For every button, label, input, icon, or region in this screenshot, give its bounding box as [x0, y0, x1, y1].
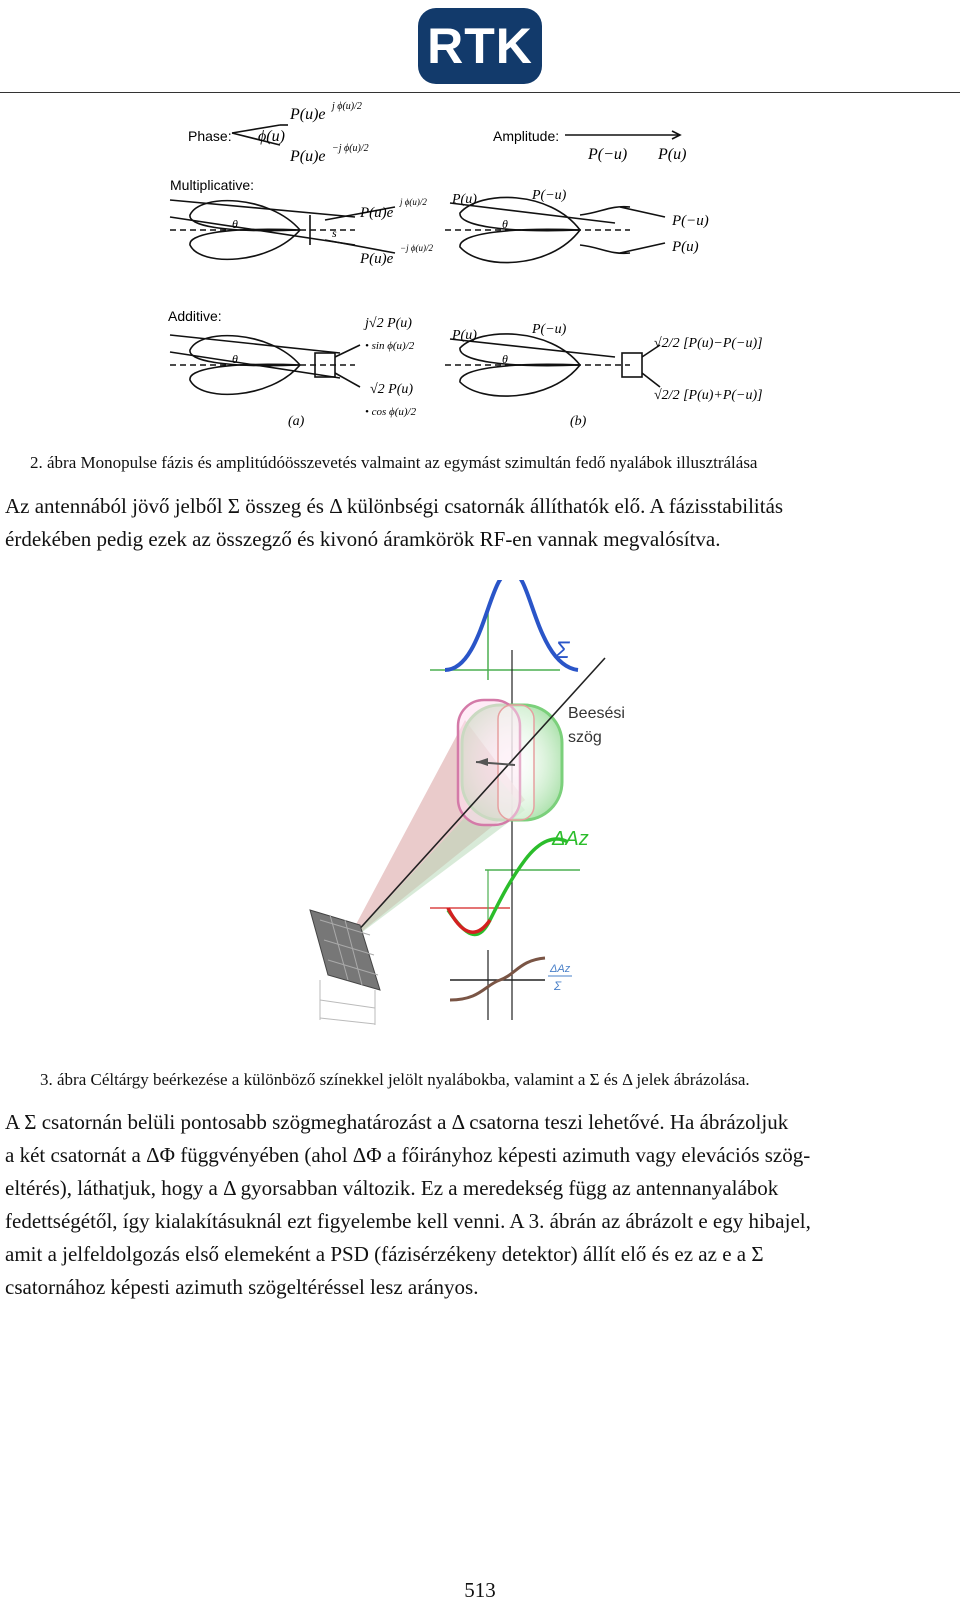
rtk-logo: RTK — [418, 8, 542, 84]
paragraph-2-line-6: csatornához képesti azimuth szögeltéréss… — [5, 1275, 479, 1299]
paragraph-2-line-2: a két csatornát a ΔΦ függvényében (ahol … — [5, 1143, 811, 1167]
mb-pmu: P(−u) — [531, 188, 567, 203]
mb-pu: P(u) — [451, 192, 477, 207]
figure-3-caption: 3. ábra Céltárgy beérkezése a különböző … — [40, 1070, 750, 1089]
paragraph-2-line-1: A Σ csatornán belüli pontosabb szögmegha… — [5, 1110, 789, 1134]
mult-bot-expr: P(u)e — [359, 251, 394, 267]
paragraph-2-line-4: fedettségétől, így kialakításuknál ezt f… — [5, 1209, 811, 1233]
logo-text: RTK — [427, 18, 533, 74]
add-mid-expr: √2 P(u) — [370, 382, 413, 397]
amplitude-label: Amplitude: — [493, 128, 559, 144]
label-b: (b) — [570, 414, 587, 429]
angle-label-line-2: szög — [568, 729, 602, 746]
theta-label-b: θ — [502, 217, 508, 231]
page-number: 513 — [464, 1578, 496, 1602]
sigma-label: Σ — [554, 637, 571, 664]
theta-label-a: θ — [232, 217, 238, 231]
paragraph-1-line-1: Az antennából jövő jelből Σ összeg és Δ … — [5, 494, 784, 518]
amp-left-expr: P(−u) — [587, 146, 627, 163]
phase-bot-exponent: −j ϕ(u)/2 — [332, 143, 369, 154]
delta-az-label: ΔAz — [551, 828, 589, 850]
multiplicative-label: Multiplicative: — [170, 177, 254, 193]
phase-bot-expr: P(u)e — [289, 148, 326, 165]
label-a: (a) — [288, 414, 305, 429]
mult-top-exponent: j ϕ(u)/2 — [399, 197, 427, 207]
header-divider — [0, 92, 960, 93]
add-top-expr: j√2 P(u) — [363, 316, 412, 331]
phase-mid-expr: ϕ(u) — [258, 128, 285, 145]
phase-label: Phase: — [188, 128, 232, 144]
paragraph-1-line-2: érdekében pedig ezek az összegző és kivo… — [5, 527, 721, 551]
ab-out-top: √2/2 [P(u)−P(−u)] — [654, 336, 763, 351]
theta-label-c: θ — [232, 352, 238, 366]
ab-out-bot: √2/2 [P(u)+P(−u)] — [654, 388, 763, 403]
add-sin-expr: • sin ϕ(u)/2 — [365, 340, 415, 352]
mb-out-top: P(−u) — [671, 213, 709, 229]
paragraph-2-line-5: amit a jelfeldolgozás első elemeként a P… — [5, 1242, 764, 1266]
additive-label: Additive: — [168, 308, 222, 324]
ratio-denominator: Σ — [553, 979, 562, 993]
figure-2-caption: 2. ábra Monopulse fázis és amplitúdóössz… — [30, 453, 758, 472]
paragraph-2-line-3: eltérés), láthatjuk, hogy a Δ gyorsabban… — [5, 1176, 779, 1200]
ab-pu: P(u) — [451, 328, 477, 343]
add-cos-expr: • cos ϕ(u)/2 — [365, 406, 417, 418]
ab-pmu: P(−u) — [531, 322, 567, 337]
phase-top-exponent: j ϕ(u)/2 — [330, 101, 362, 112]
theta-label-d: θ — [502, 352, 508, 366]
figure-2-monopulse-diagram: Phase: P(u)e j ϕ(u)/2 ϕ(u) P(u)e −j ϕ(u)… — [168, 101, 763, 429]
figure-3-beam-diagram: Σ Beesési szög ΔAz ΔAz Σ — [309, 580, 625, 1025]
mb-out-bot: P(u) — [671, 239, 699, 255]
ratio-numerator: ΔAz — [549, 963, 571, 975]
phase-top-expr: P(u)e — [289, 106, 326, 123]
mult-bot-exponent: −j ϕ(u)/2 — [400, 243, 433, 253]
angle-label-line-1: Beesési — [568, 705, 625, 722]
paragraph-2: A Σ csatornán belüli pontosabb szögmegha… — [5, 1106, 955, 1304]
s-label: s — [332, 226, 337, 240]
paragraph-1: Az antennából jövő jelből Σ összeg és Δ … — [5, 490, 955, 556]
mult-top-expr: P(u)e — [359, 205, 394, 221]
amp-right-expr: P(u) — [657, 146, 686, 163]
